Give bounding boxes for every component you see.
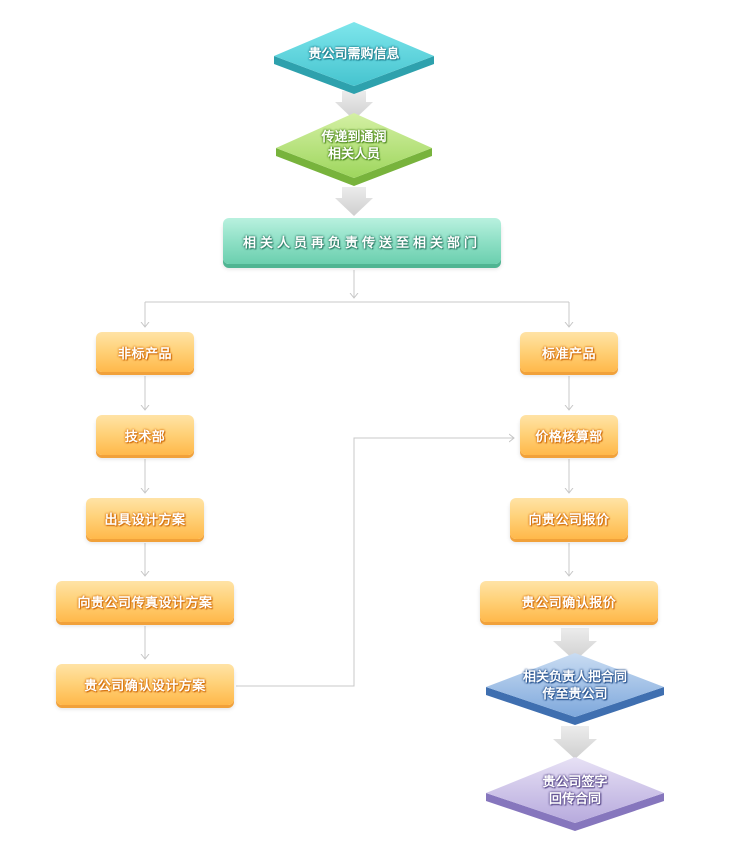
contract-text-line1: 相关负责人把合同 <box>522 670 627 685</box>
sign-label: 贵公司签字 回传合同 <box>505 773 645 809</box>
forward-text-line1: 传递到通润 <box>321 130 387 145</box>
forward-text-line2: 相关人员 <box>327 147 380 162</box>
dispatch-box: 相关人员再负责传送至相关部门 <box>223 218 501 264</box>
start-text: 贵公司需购信息 <box>308 46 400 62</box>
confirm-design-text: 贵公司确认设计方案 <box>84 679 206 694</box>
start-label: 贵公司需购信息 <box>294 42 414 66</box>
standard-text: 标准产品 <box>541 346 596 362</box>
big-arrow-1 <box>335 91 373 120</box>
big-arrow-3 <box>553 628 597 661</box>
sign-diamond <box>486 757 664 831</box>
big-arrow-4 <box>553 726 597 759</box>
pricing-box: 价格核算部 <box>520 415 618 455</box>
tech-text: 技术部 <box>124 429 166 445</box>
confirm-quote-box: 贵公司确认报价 <box>480 581 658 622</box>
contract-diamond <box>486 653 664 725</box>
fax-box: 向贵公司传真设计方案 <box>56 581 234 622</box>
confirm-quote-text: 贵公司确认报价 <box>521 596 617 611</box>
design-box: 出具设计方案 <box>86 498 204 539</box>
quote-text: 向贵公司报价 <box>528 513 610 528</box>
tech-box: 技术部 <box>96 415 194 455</box>
fax-text: 向贵公司传真设计方案 <box>77 596 213 611</box>
connector-confirm-to-pricing <box>236 438 514 687</box>
contract-label: 相关负责人把合同 传至贵公司 <box>505 668 645 704</box>
forward-diamond <box>276 113 432 186</box>
forward-label: 传递到通润 相关人员 <box>294 128 414 164</box>
standard-box: 标准产品 <box>520 332 618 372</box>
nonstandard-text: 非标产品 <box>117 346 172 362</box>
dispatch-text: 相关人员再负责传送至相关部门 <box>242 235 481 251</box>
contract-text-line2: 传至贵公司 <box>542 687 608 702</box>
nonstandard-box: 非标产品 <box>96 332 194 372</box>
connectors <box>145 270 569 687</box>
sign-text-line1: 贵公司签字 <box>542 775 608 790</box>
sign-text-line2: 回传合同 <box>548 792 601 807</box>
start-diamond <box>274 22 434 94</box>
pricing-text: 价格核算部 <box>535 429 603 445</box>
big-arrow-2 <box>335 187 373 216</box>
quote-box: 向贵公司报价 <box>510 498 628 539</box>
confirm-design-box: 贵公司确认设计方案 <box>56 664 234 705</box>
design-text: 出具设计方案 <box>104 513 186 528</box>
